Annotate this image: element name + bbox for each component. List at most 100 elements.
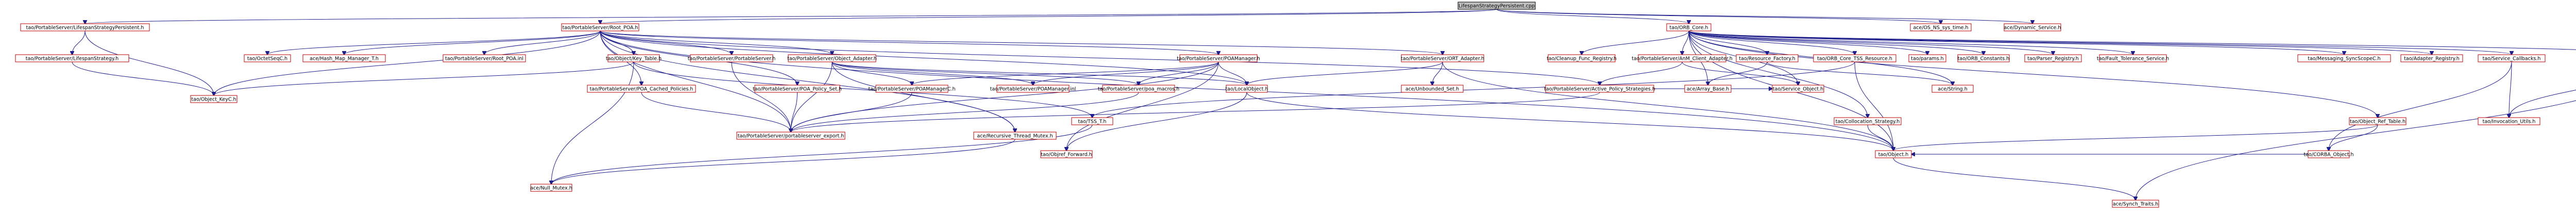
- node-box: [2400, 54, 2463, 62]
- include-edge: [2329, 124, 2378, 151]
- node-box: [2297, 54, 2391, 62]
- file-node[interactable]: ace/Synch_Traits.h: [2112, 200, 2159, 208]
- include-edge: [912, 61, 1219, 85]
- include-edge: [600, 9, 1497, 24]
- file-node[interactable]: ace/Hash_Map_Manager_T.h: [302, 54, 386, 62]
- file-node[interactable]: ace/String.h: [1931, 85, 1974, 93]
- file-node[interactable]: tao/Parser_Registry.h: [2024, 54, 2082, 62]
- include-edge: [731, 61, 791, 132]
- node-box: [690, 54, 773, 62]
- file-node[interactable]: ace/Recursive_Thread_Mutex.h: [973, 132, 1057, 140]
- include-edge: [1092, 61, 1855, 118]
- file-node[interactable]: tao/PortableServer/Root_POA.inl: [443, 54, 526, 62]
- file-node[interactable]: tao/PortableServer/POA_Cached_Policies.h: [587, 85, 696, 93]
- file-node[interactable]: tao/Object_KeyC.h: [190, 95, 238, 103]
- file-node[interactable]: ace/OS_NS_sys_time.h: [1910, 23, 1972, 31]
- node-label: tao/params.h: [1911, 56, 1943, 62]
- file-node[interactable]: tao/PortableServer/LifespanStrategy.h: [15, 54, 129, 62]
- file-node[interactable]: tao/TSS_T.h: [1071, 117, 1113, 125]
- file-node[interactable]: tao/PortableServer/portableserver_export…: [736, 132, 845, 140]
- node-box: [607, 54, 660, 62]
- file-node[interactable]: tao/PortableServer/POAManager.inl: [990, 85, 1076, 93]
- file-node[interactable]: tao/LocalObject.h: [1225, 85, 1268, 93]
- file-node[interactable]: tao/PortableServer/AnM_Client_Adapter.h: [1632, 54, 1733, 62]
- file-node[interactable]: tao/Object/Key_Table.h: [606, 54, 662, 62]
- file-node[interactable]: tao/ORB_Core_TSS_Resource.h: [1813, 54, 1896, 62]
- file-node[interactable]: tao/PortableServer/Root_POA.h: [561, 23, 639, 31]
- node-label: tao/Object.h: [1878, 152, 1909, 158]
- file-node[interactable]: tao/PortableServer/Active_Policy_Strateg…: [1544, 85, 1655, 93]
- node-box: [1458, 2, 1536, 10]
- include-edge: [1688, 30, 2432, 55]
- file-node[interactable]: ace/Dynamic_Service.h: [2004, 23, 2061, 31]
- file-node[interactable]: tao/PortableServer/POAManagerC.h: [869, 85, 956, 93]
- node-label: tao/LocalObject.h: [1225, 87, 1268, 92]
- file-node[interactable]: ace/Array_Base.h: [1684, 85, 1732, 93]
- node-label: ace/Null_Mutex.h: [530, 186, 572, 191]
- file-node[interactable]: tao/params.h: [1908, 54, 1946, 62]
- node-label: tao/PortableServer/AnM_Client_Adapter.h: [1632, 56, 1733, 62]
- node-label: tao/PortableServer/LifespanStrategyPersi…: [26, 25, 144, 31]
- node-label: tao/PortableServer/PortableServer.h: [688, 56, 776, 62]
- file-node[interactable]: tao/ORB_Core.h: [1666, 23, 1711, 31]
- node-box: [561, 23, 639, 31]
- file-node[interactable]: tao/Service_Object.h: [1772, 85, 1824, 93]
- file-node[interactable]: tao/Messaging_SyncScopeC.h: [2297, 54, 2391, 62]
- file-node[interactable]: tao/PortableServer/ORT_Adapter.h: [1401, 54, 1484, 62]
- file-node[interactable]: tao/Objref_Forward.h: [1040, 150, 1093, 158]
- file-node[interactable]: tao/Fault_Tolerance_Service.h: [2097, 54, 2169, 62]
- include-edge: [600, 30, 1218, 55]
- node-box: [1910, 23, 1972, 31]
- file-node[interactable]: ace/Unbounded_Set.h: [1401, 85, 1464, 93]
- file-node[interactable]: tao/Collocation_Strategy.h: [1834, 117, 1902, 125]
- include-edge: [1247, 61, 1443, 85]
- include-edge: [1600, 61, 1683, 85]
- node-label: tao/PortableServer/Root_POA.inl: [445, 56, 523, 62]
- file-node[interactable]: tao/PortableServer/POA_Policy_Set.h: [753, 85, 842, 93]
- include-edge: [72, 61, 214, 95]
- file-node[interactable]: tao/Object.h: [1875, 150, 1912, 158]
- node-label: tao/PortableServer/Root_POA.h: [563, 25, 638, 31]
- file-node[interactable]: ace/Null_Mutex.h: [530, 184, 572, 192]
- include-edge: [1893, 124, 2378, 151]
- node-box: [1102, 85, 1175, 93]
- file-node[interactable]: tao/Adapter_Registry.h: [2400, 54, 2463, 62]
- include-edge: [832, 61, 912, 85]
- file-node[interactable]: tao/Resource_Factory.h: [1736, 54, 1799, 62]
- file-nodes: LifespanStrategyPersistent.cpp tao/Portab…: [15, 2, 2546, 208]
- file-node[interactable]: tao/Service_Callbacks.h: [2478, 54, 2546, 62]
- file-node[interactable]: tao/Object_Ref_Table.h: [2349, 117, 2406, 125]
- file-node[interactable]: tao/ORB_Constants.h: [1957, 54, 2010, 62]
- node-box: [302, 54, 386, 62]
- include-edge: [1708, 61, 1768, 85]
- include-edge: [2329, 61, 2512, 151]
- node-label: tao/PortableServer/Object_Adapter.h: [787, 56, 877, 62]
- include-edge: [600, 30, 1015, 132]
- include-edge: [72, 30, 86, 55]
- include-edge: [1688, 30, 2133, 55]
- node-box: [587, 85, 696, 93]
- file-node[interactable]: tao/Cleanup_Func_Registry.h: [1547, 54, 1617, 62]
- file-node[interactable]: tao/CORBA_Object.h: [2303, 150, 2354, 158]
- file-node[interactable]: tao/PortableServer/POAManager.h: [1177, 54, 1260, 62]
- node-box: [973, 132, 1057, 140]
- include-edge: [344, 30, 601, 55]
- node-box: [1834, 117, 1902, 125]
- include-edge: [791, 92, 798, 132]
- file-node[interactable]: tao/OctetSeqC.h: [244, 54, 291, 62]
- include-edge: [551, 61, 634, 184]
- node-label: LifespanStrategyPersistent.cpp: [1459, 4, 1535, 9]
- node-label: ace/Hash_Map_Manager_T.h: [310, 56, 379, 62]
- file-node[interactable]: tao/Invocation_Utils.h: [2478, 117, 2540, 125]
- file-node[interactable]: tao/PortableServer/poa_macros.h: [1098, 85, 1179, 93]
- node-label: tao/PortableServer/poa_macros.h: [1098, 87, 1179, 92]
- node-box: [530, 184, 572, 192]
- node-box: [1875, 150, 1912, 158]
- node-label: tao/ORB_Constants.h: [1958, 56, 2010, 62]
- node-box: [244, 54, 291, 62]
- include-edge: [1139, 61, 1219, 85]
- file-node[interactable]: tao/PortableServer/Object_Adapter.h: [787, 54, 877, 62]
- node-label: tao/PortableServer/POA_Cached_Policies.h: [590, 87, 693, 92]
- file-node[interactable]: tao/PortableServer/PortableServer.h: [688, 54, 776, 62]
- file-node[interactable]: tao/PortableServer/LifespanStrategyPersi…: [20, 23, 150, 31]
